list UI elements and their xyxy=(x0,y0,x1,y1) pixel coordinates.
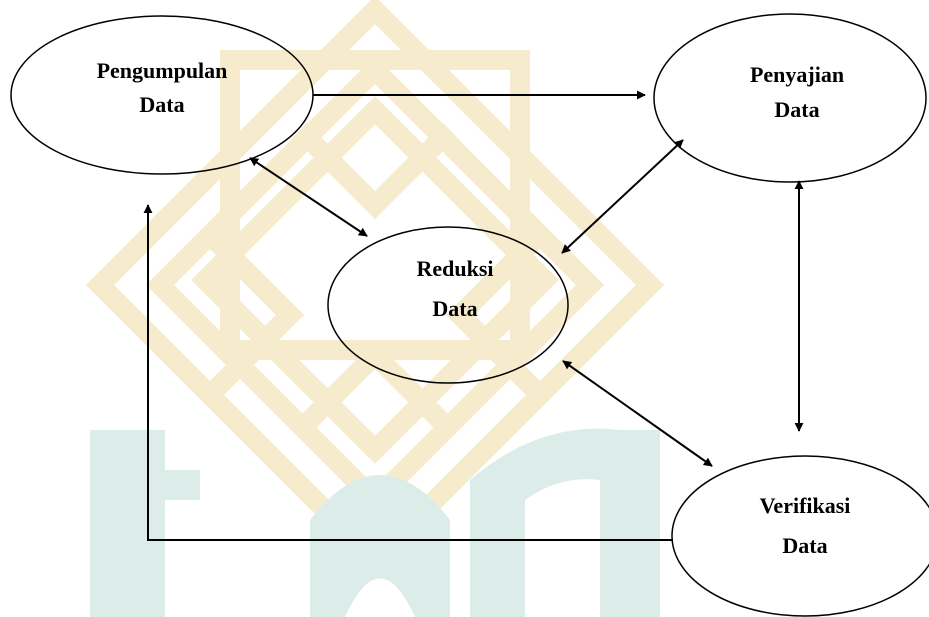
node-verifikasi-data: Verifikasi Data xyxy=(671,455,929,617)
node-reduksi-label-line1: Reduksi xyxy=(416,256,493,281)
node-pengumpulan-label-line1: Pengumpulan xyxy=(97,58,228,83)
node-reduksi-data: Reduksi Data xyxy=(327,226,569,384)
node-pengumpulan-label-line2: Data xyxy=(139,92,184,117)
arrow-pengumpulan-reduksi xyxy=(249,157,368,237)
node-pengumpulan-data: Pengumpulan Data xyxy=(10,15,314,175)
node-penyajian-data: Penyajian Data xyxy=(653,13,927,183)
node-verifikasi-label-line2: Data xyxy=(782,533,827,558)
arrow-verifikasi-to-pengumpulan xyxy=(143,204,673,541)
node-verifikasi-label-line1: Verifikasi xyxy=(760,493,851,518)
node-reduksi-label-line2: Data xyxy=(432,296,477,321)
arrow-penyajian-reduksi xyxy=(561,139,684,254)
arrow-reduksi-verifikasi xyxy=(562,360,713,467)
node-penyajian-label-line1: Penyajian xyxy=(750,62,844,87)
node-penyajian-label-line2: Data xyxy=(774,97,819,122)
